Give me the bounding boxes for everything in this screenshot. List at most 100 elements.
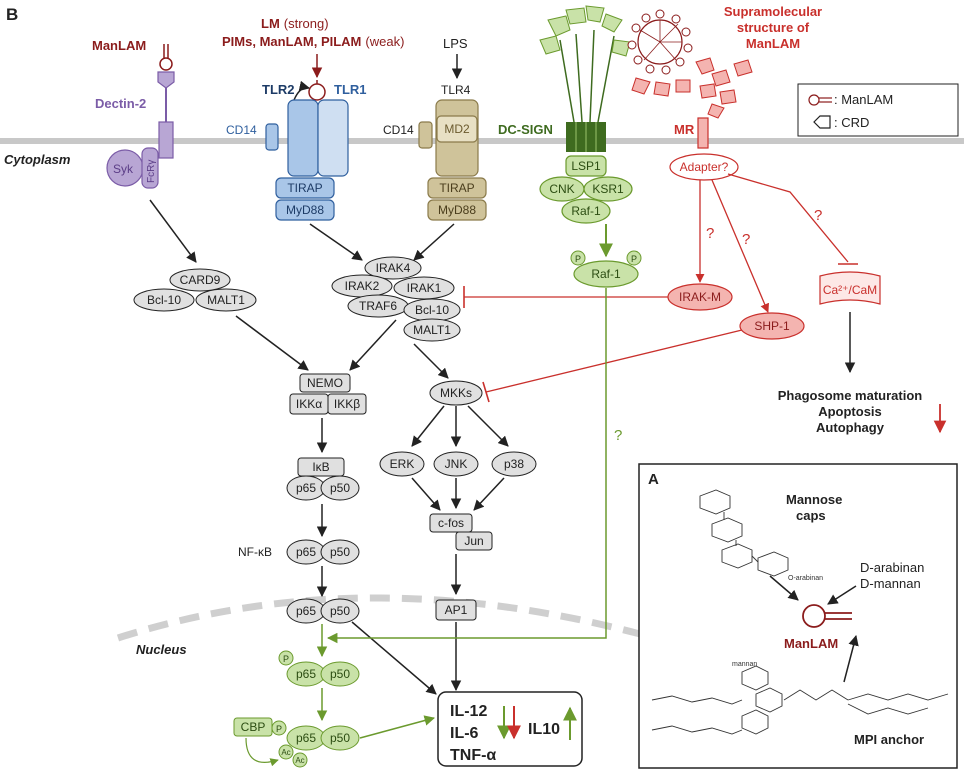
mkks-to-erk-arrow	[411, 405, 445, 447]
mr-to-shp1-arrow	[711, 179, 769, 313]
adapter-label: Adapter?	[680, 160, 729, 174]
p50-node-e	[320, 725, 360, 751]
bcl10-node-a	[133, 288, 195, 312]
il12-label: IL-12	[450, 703, 487, 720]
md2-node	[436, 115, 478, 143]
p50-label-c: p50	[330, 604, 350, 618]
cfos-node	[429, 513, 473, 533]
supra-label-1: Supramolecular	[724, 4, 822, 19]
malt1-node-b	[403, 318, 461, 342]
question-mark-4: ?	[614, 427, 622, 444]
phospho-c	[278, 650, 294, 666]
irakm-label: IRAK-M	[679, 290, 721, 304]
jnk-label: JNK	[445, 457, 468, 471]
tlr2-receptor	[287, 99, 319, 177]
acetyl-a-label: Ac	[281, 748, 290, 757]
tirap-label-a: TIRAP	[287, 181, 322, 195]
fcr-label: FcRγ	[146, 160, 157, 183]
erk-label: ERK	[390, 457, 415, 471]
ap1-node	[435, 599, 477, 621]
ap1-label: AP1	[445, 603, 468, 617]
tlr2-label: TLR2	[262, 82, 295, 97]
ca-cam-label: Ca²⁺/CaM	[823, 283, 877, 297]
legend-crd-icon	[813, 115, 831, 129]
raf1-node-b	[573, 260, 639, 288]
p65-label-d: p65	[296, 667, 316, 681]
nucleus-label: Nucleus	[136, 642, 187, 657]
p50-node-c	[320, 598, 360, 624]
panel-a-box	[638, 463, 958, 769]
outcome-apoptosis: Apoptosis	[818, 404, 882, 419]
supra-label-2: structure of	[737, 20, 810, 35]
lps-label: LPS	[443, 36, 468, 51]
supramolecular-manlam-icon	[627, 9, 753, 119]
dectin2-label: Dectin-2	[95, 96, 146, 111]
ikka-label: IKKα	[296, 397, 322, 411]
mkks-node	[429, 380, 483, 406]
il6-label: IL-6	[450, 725, 479, 742]
md2-label: MD2	[444, 122, 470, 136]
question-mark-2: ?	[742, 231, 750, 248]
tlr1-label: TLR1	[334, 82, 367, 97]
myd88-node-b	[427, 199, 487, 221]
cnk-label: CNK	[549, 182, 574, 196]
p65-label-c: p65	[296, 604, 316, 618]
acetyl-b	[292, 752, 308, 768]
acetyl-a	[278, 744, 294, 760]
irak1-label: IRAK1	[407, 281, 442, 295]
mr-receptor	[697, 117, 709, 149]
myd88a-to-irak-arrow	[309, 223, 363, 261]
mannose-caps-label-1: Mannose	[786, 492, 842, 507]
cd14-receptor-a	[265, 123, 279, 151]
manlam-structure-icon	[802, 604, 852, 628]
p38-label: p38	[504, 457, 524, 471]
myd88b-to-irak-arrow	[413, 223, 455, 261]
myd88-node-a	[275, 199, 335, 221]
tirap-node-b	[427, 177, 487, 199]
panel-a-label: A	[648, 471, 659, 488]
mr-label: MR	[674, 122, 695, 137]
dectin2-crd	[157, 71, 175, 89]
irak4-node	[364, 256, 422, 280]
cytoplasm-label: Cytoplasm	[4, 152, 71, 167]
mpi-anchor-structure-icon: mannan	[651, 661, 949, 735]
irak2-label: IRAK2	[345, 279, 380, 293]
dcsign-label: DC-SIGN	[498, 122, 553, 137]
bcl10-label-b: Bcl-10	[415, 303, 449, 317]
outcome-autophagy: Autophagy	[816, 420, 885, 435]
bcl10-label-a: Bcl-10	[147, 293, 181, 307]
cd14-label-b: CD14	[383, 123, 414, 137]
p50-node-d	[320, 661, 360, 687]
lsp1-node	[565, 155, 607, 177]
supra-label-3: ManLAM	[746, 36, 800, 51]
tlr4-label: TLR4	[441, 83, 471, 97]
adapter-node	[669, 153, 739, 181]
tirap-node-a	[275, 177, 335, 199]
irak-to-nemo-arrow	[349, 319, 397, 371]
mr-to-ca-inhibit	[727, 173, 849, 263]
raf1-to-p65-path	[326, 288, 607, 644]
p38-to-cfos-arrow	[473, 477, 505, 511]
d-mannan-label: D-mannan	[860, 576, 921, 591]
syk-label: Syk	[113, 162, 134, 176]
ikkb-label: IKKβ	[334, 397, 360, 411]
jun-label: Jun	[464, 534, 483, 548]
ligand-manlam-icon	[308, 80, 326, 101]
mkks-label: MKKs	[440, 386, 472, 400]
card9-node	[169, 268, 231, 292]
phospho-a	[570, 250, 586, 266]
nfkb-label: NF-κB	[238, 545, 272, 559]
erk-node	[379, 451, 425, 477]
lm-label: LM(strong)	[261, 16, 329, 31]
anchor-to-manlam-arrow	[843, 634, 859, 683]
nemo-node	[299, 373, 351, 393]
tirap-label-b: TIRAP	[439, 181, 474, 195]
myd88-label-b: MyD88	[438, 203, 476, 217]
mkks-to-p38-arrow	[467, 405, 509, 447]
malt1-label-b: MALT1	[413, 323, 451, 337]
mannose-caps-structure-icon: O-arabinan	[699, 489, 823, 582]
cfos-label: c-fos	[438, 516, 464, 530]
panel-b-label: B	[6, 5, 18, 24]
irak4-label: IRAK4	[376, 261, 411, 275]
raf1-label-b: Raf-1	[591, 267, 621, 281]
